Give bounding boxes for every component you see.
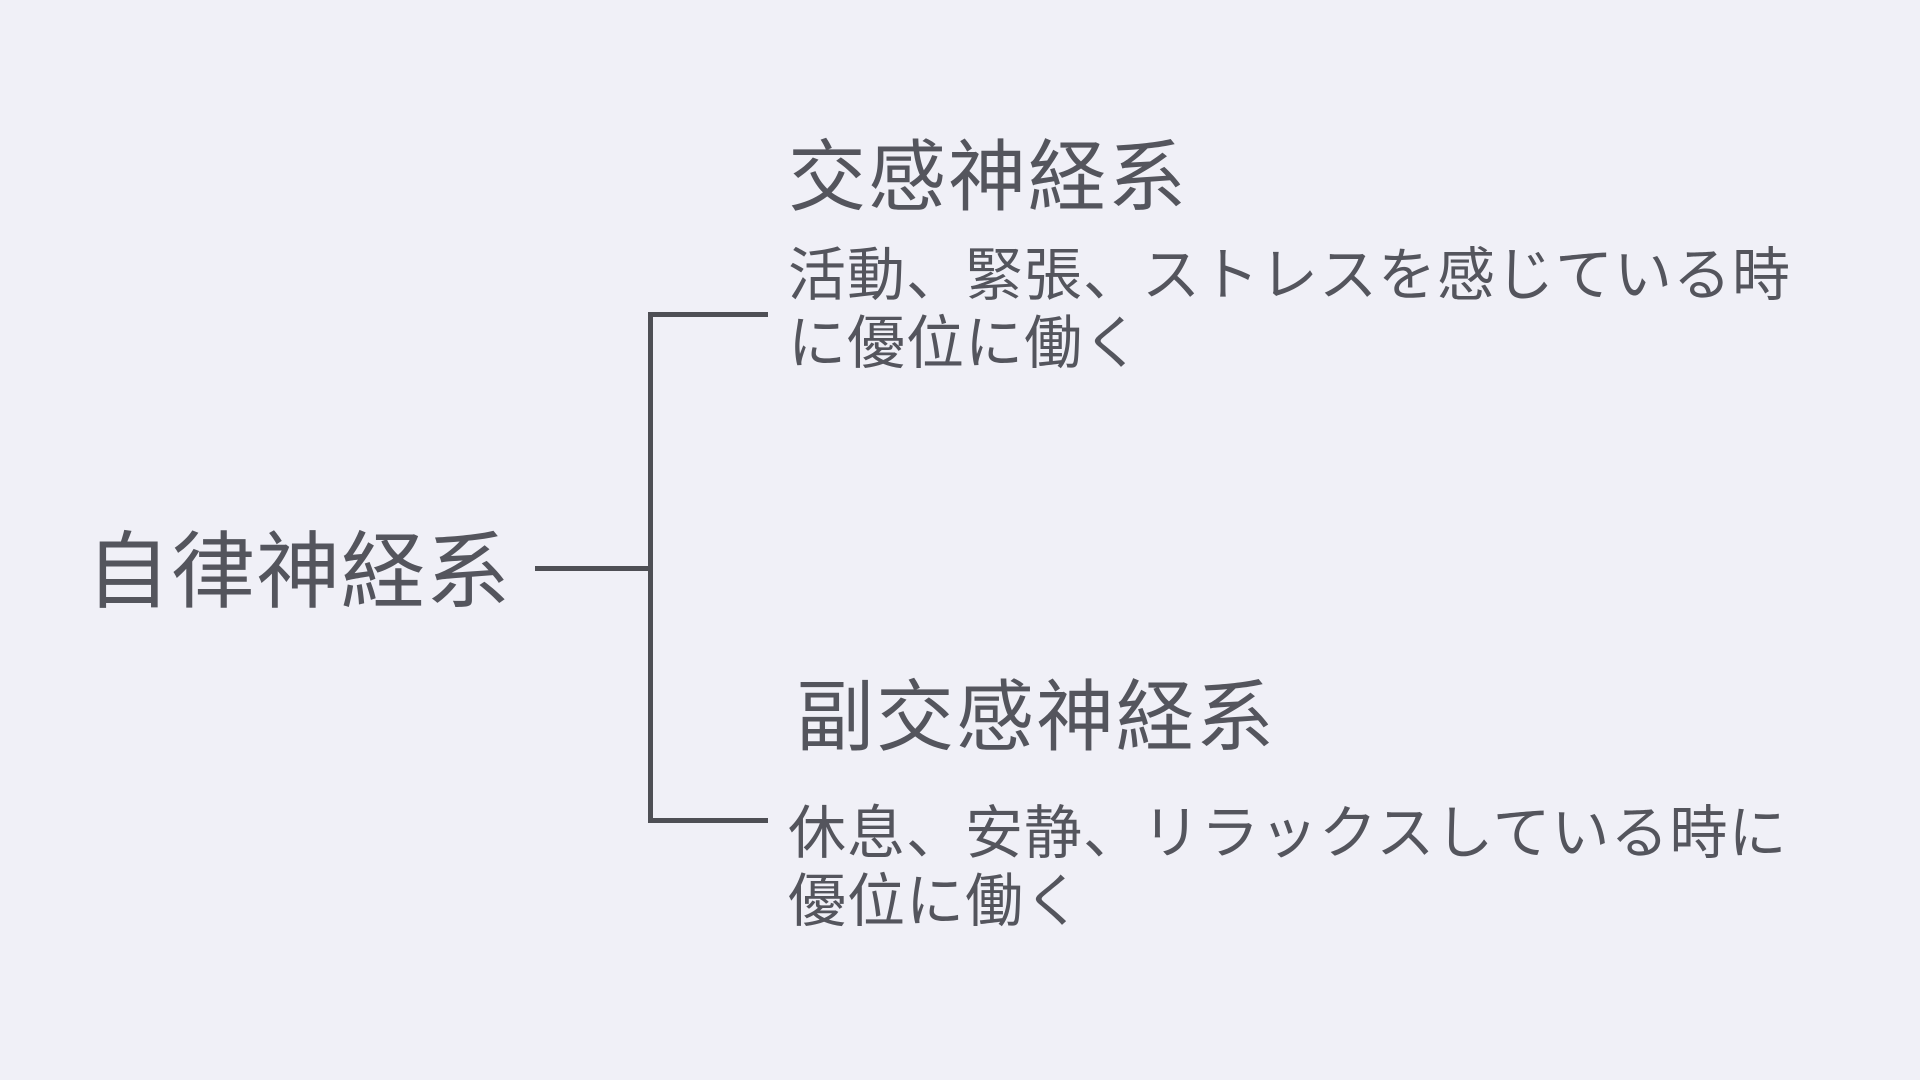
connector-top-branch-line xyxy=(648,312,768,317)
branch-sympathetic-title[interactable]: 交感神経系 xyxy=(788,133,1189,221)
branch-parasympathetic-description: 休息、安静、リラックスしている時に優位に働く xyxy=(788,801,1788,934)
connector-bottom-branch-line xyxy=(648,818,768,823)
node-branch-sympathetic[interactable]: 交感神経系 活動、緊張、ストレスを感じている時に優位に働く xyxy=(788,130,1823,378)
node-root-label[interactable]: 自律神経系 xyxy=(86,525,512,619)
branch-sympathetic-description: 活動、緊張、ストレスを感じている時に優位に働く xyxy=(788,243,1792,376)
branch-parasympathetic-title[interactable]: 副交感神経系 xyxy=(796,673,1277,761)
connector-bracket-line xyxy=(648,312,653,823)
connector-root-line xyxy=(535,566,650,571)
node-branch-parasympathetic[interactable]: 副交感神経系 休息、安静、リラックスしている時に優位に働く xyxy=(788,670,1823,936)
